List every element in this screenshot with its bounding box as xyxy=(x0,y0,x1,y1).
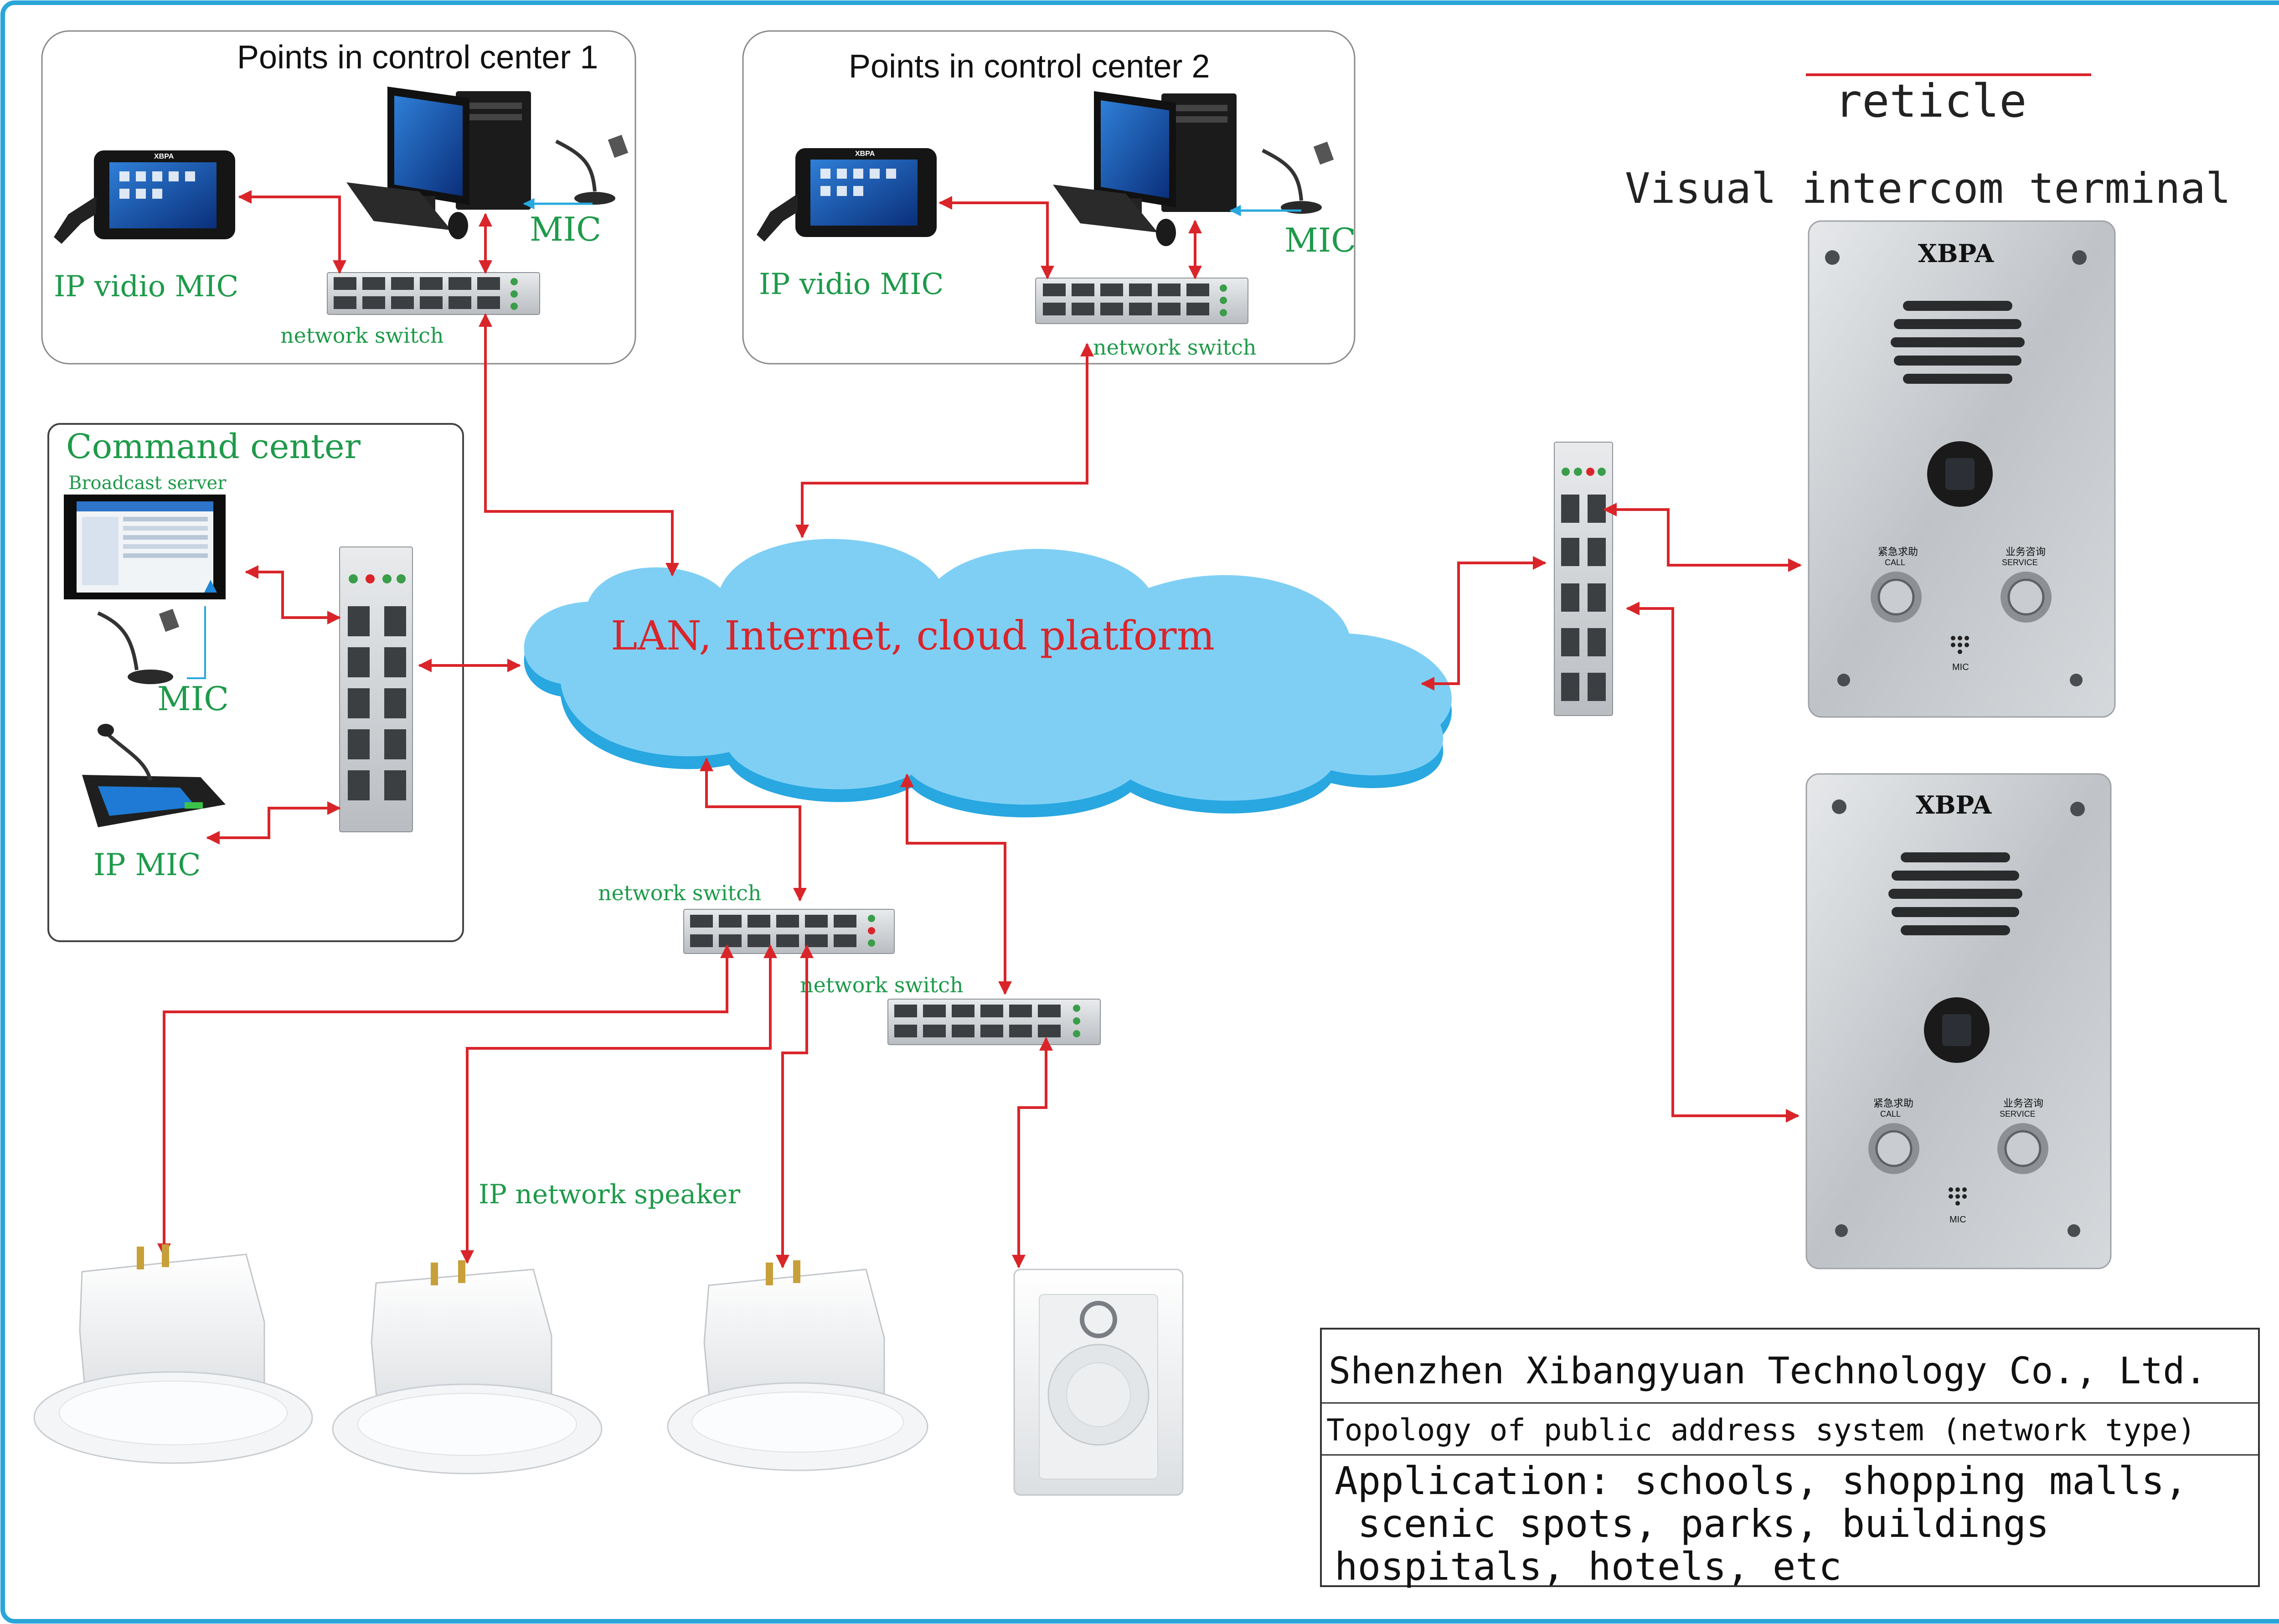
ceiling-speaker-1-icon xyxy=(33,1244,313,1464)
camera-icon xyxy=(1927,441,1993,507)
service-button[interactable] xyxy=(2001,572,2052,623)
tablet-2-brand: XBPA xyxy=(855,150,875,158)
intercom-terminal-2: XBPA 紧急求助 CALL 业务咨询 SERVICE MIC xyxy=(1805,773,2112,1269)
center2-to-cloud-link xyxy=(795,343,1094,538)
call-button-en: CALL xyxy=(1885,558,1905,567)
network-switch-command-icon xyxy=(339,546,413,832)
broadcast-server-icon xyxy=(64,495,226,599)
speaker-grille-icon xyxy=(1891,301,2025,384)
mic-1-label: MIC xyxy=(530,210,601,248)
service-button-en: SERVICE xyxy=(2002,558,2038,567)
tablet-to-switch-link xyxy=(238,190,346,274)
cloud-to-switch4-link xyxy=(900,773,1012,995)
speaker-2-link xyxy=(460,944,777,1264)
control-center-2-title: Points in control center 2 xyxy=(849,48,1210,85)
desk-mic-icon xyxy=(555,134,629,205)
ip-video-mic-2-label: IP vidio MIC xyxy=(759,268,944,301)
call-button-cn: 紧急求助 xyxy=(1873,1098,1913,1109)
network-switch-3-icon xyxy=(683,909,895,954)
network-switch-2-icon xyxy=(1035,278,1248,324)
terminal-2-mic-label: MIC xyxy=(1949,1215,1966,1225)
network-switch-1-label: network switch xyxy=(280,323,443,348)
network-switch-1-icon xyxy=(327,272,540,315)
tablet-to-switch-link xyxy=(938,196,1054,279)
intercom-terminal-1: XBPA 紧急求助 CALL 业务咨询 SERVICE MIC xyxy=(1808,220,2116,718)
company-name: Shenzhen Xibangyuan Technology Co., Ltd. xyxy=(1329,1350,2207,1392)
ceiling-speaker-2-icon xyxy=(332,1260,603,1474)
network-switch-2-label: network switch xyxy=(1093,335,1256,360)
desk-mic-icon xyxy=(97,608,180,684)
ip-mic-paging-console-icon xyxy=(82,724,226,827)
ip-video-mic-device-icon: XBPA xyxy=(757,148,937,242)
network-switch-terminal-icon xyxy=(1554,442,1613,716)
application-line-3: hospitals, hotels, etc xyxy=(1335,1544,1842,1589)
mic-cmd-label: MIC xyxy=(157,680,229,718)
cloud-to-switch3-link xyxy=(700,758,807,902)
network-switch-4-icon xyxy=(887,999,1101,1045)
computer-icon xyxy=(346,87,531,239)
info-box: Shenzhen Xibangyuan Technology Co., Ltd.… xyxy=(1320,1328,2260,1589)
control-center-1-panel: Points in control center 1 XBPA IP vidio… xyxy=(41,30,636,365)
control-center-2-panel: Points in control center 2 XBPA IP vidio… xyxy=(742,30,1356,365)
ip-video-mic-device-icon: XBPA xyxy=(54,150,235,244)
mic-hole-icon xyxy=(1949,1187,1967,1206)
command-center-panel: Command center Broadcast server MIC xyxy=(47,423,464,942)
wall-speaker-icon xyxy=(1013,1268,1184,1496)
call-button-en: CALL xyxy=(1880,1109,1901,1119)
broadcast-server-label: Broadcast server xyxy=(68,473,227,494)
network-switch-4-label: network switch xyxy=(800,973,963,997)
tablet-1-brand: XBPA xyxy=(154,153,174,160)
speaker-4-link xyxy=(1012,1037,1053,1268)
terminal-1-brand: XBPA xyxy=(1918,239,1994,268)
call-button[interactable] xyxy=(1871,572,1922,623)
terminal-panel-title: Visual intercom terminal xyxy=(1625,164,2231,213)
cloud-to-terminal-switch-link xyxy=(1421,556,1547,691)
service-button-cn: 业务咨询 xyxy=(2006,546,2046,557)
ip-mic-label: IP MIC xyxy=(93,847,201,882)
server-to-switch-link xyxy=(245,565,341,624)
call-button[interactable] xyxy=(1868,1123,1919,1174)
cloud-label: LAN, Internet, cloud platform xyxy=(611,612,1215,659)
terminal-2-brand: XBPA xyxy=(1916,790,1992,820)
cloud-platform: LAN, Internet, cloud platform xyxy=(524,539,1452,818)
computer-icon xyxy=(1053,91,1237,246)
application-line-2: scenic spots, parks, buildings xyxy=(1335,1501,2049,1546)
service-button[interactable] xyxy=(1997,1123,2048,1174)
command-center-title: Command center xyxy=(66,427,361,466)
ip-video-mic-1-label: IP vidio MIC xyxy=(54,270,238,304)
ceiling-speaker-3-icon xyxy=(667,1260,928,1471)
mic-hole-icon xyxy=(1951,636,1969,654)
switch-to-terminal-1-link xyxy=(1603,503,1802,572)
speaker-grille-icon xyxy=(1888,852,2022,935)
speaker-3-link xyxy=(776,944,814,1268)
service-button-en: SERVICE xyxy=(2000,1109,2036,1119)
application-line-1: Application: schools, shopping malls, xyxy=(1335,1459,2187,1503)
topology-title: Topology of public address system (netwo… xyxy=(1326,1413,2196,1448)
desk-mic-icon xyxy=(1262,141,1334,214)
call-button-cn: 紧急求助 xyxy=(1878,546,1918,557)
switch-to-terminal-2-link xyxy=(1626,602,1799,1123)
network-switch-3-label: network switch xyxy=(598,881,761,905)
mic-2-label: MIC xyxy=(1284,221,1356,259)
mic-to-server-link xyxy=(187,606,206,679)
control-center-1-title: Points in control center 1 xyxy=(237,39,598,76)
ip-network-speaker-label: IP network speaker xyxy=(479,1179,740,1210)
ip-mic-to-switch-link xyxy=(206,801,341,845)
service-button-cn: 业务咨询 xyxy=(2003,1098,2043,1109)
camera-icon xyxy=(1924,997,1990,1063)
center1-to-cloud-link xyxy=(479,313,679,577)
terminal-1-mic-label: MIC xyxy=(1952,662,1969,672)
reticle-label: reticle xyxy=(1835,74,2026,128)
